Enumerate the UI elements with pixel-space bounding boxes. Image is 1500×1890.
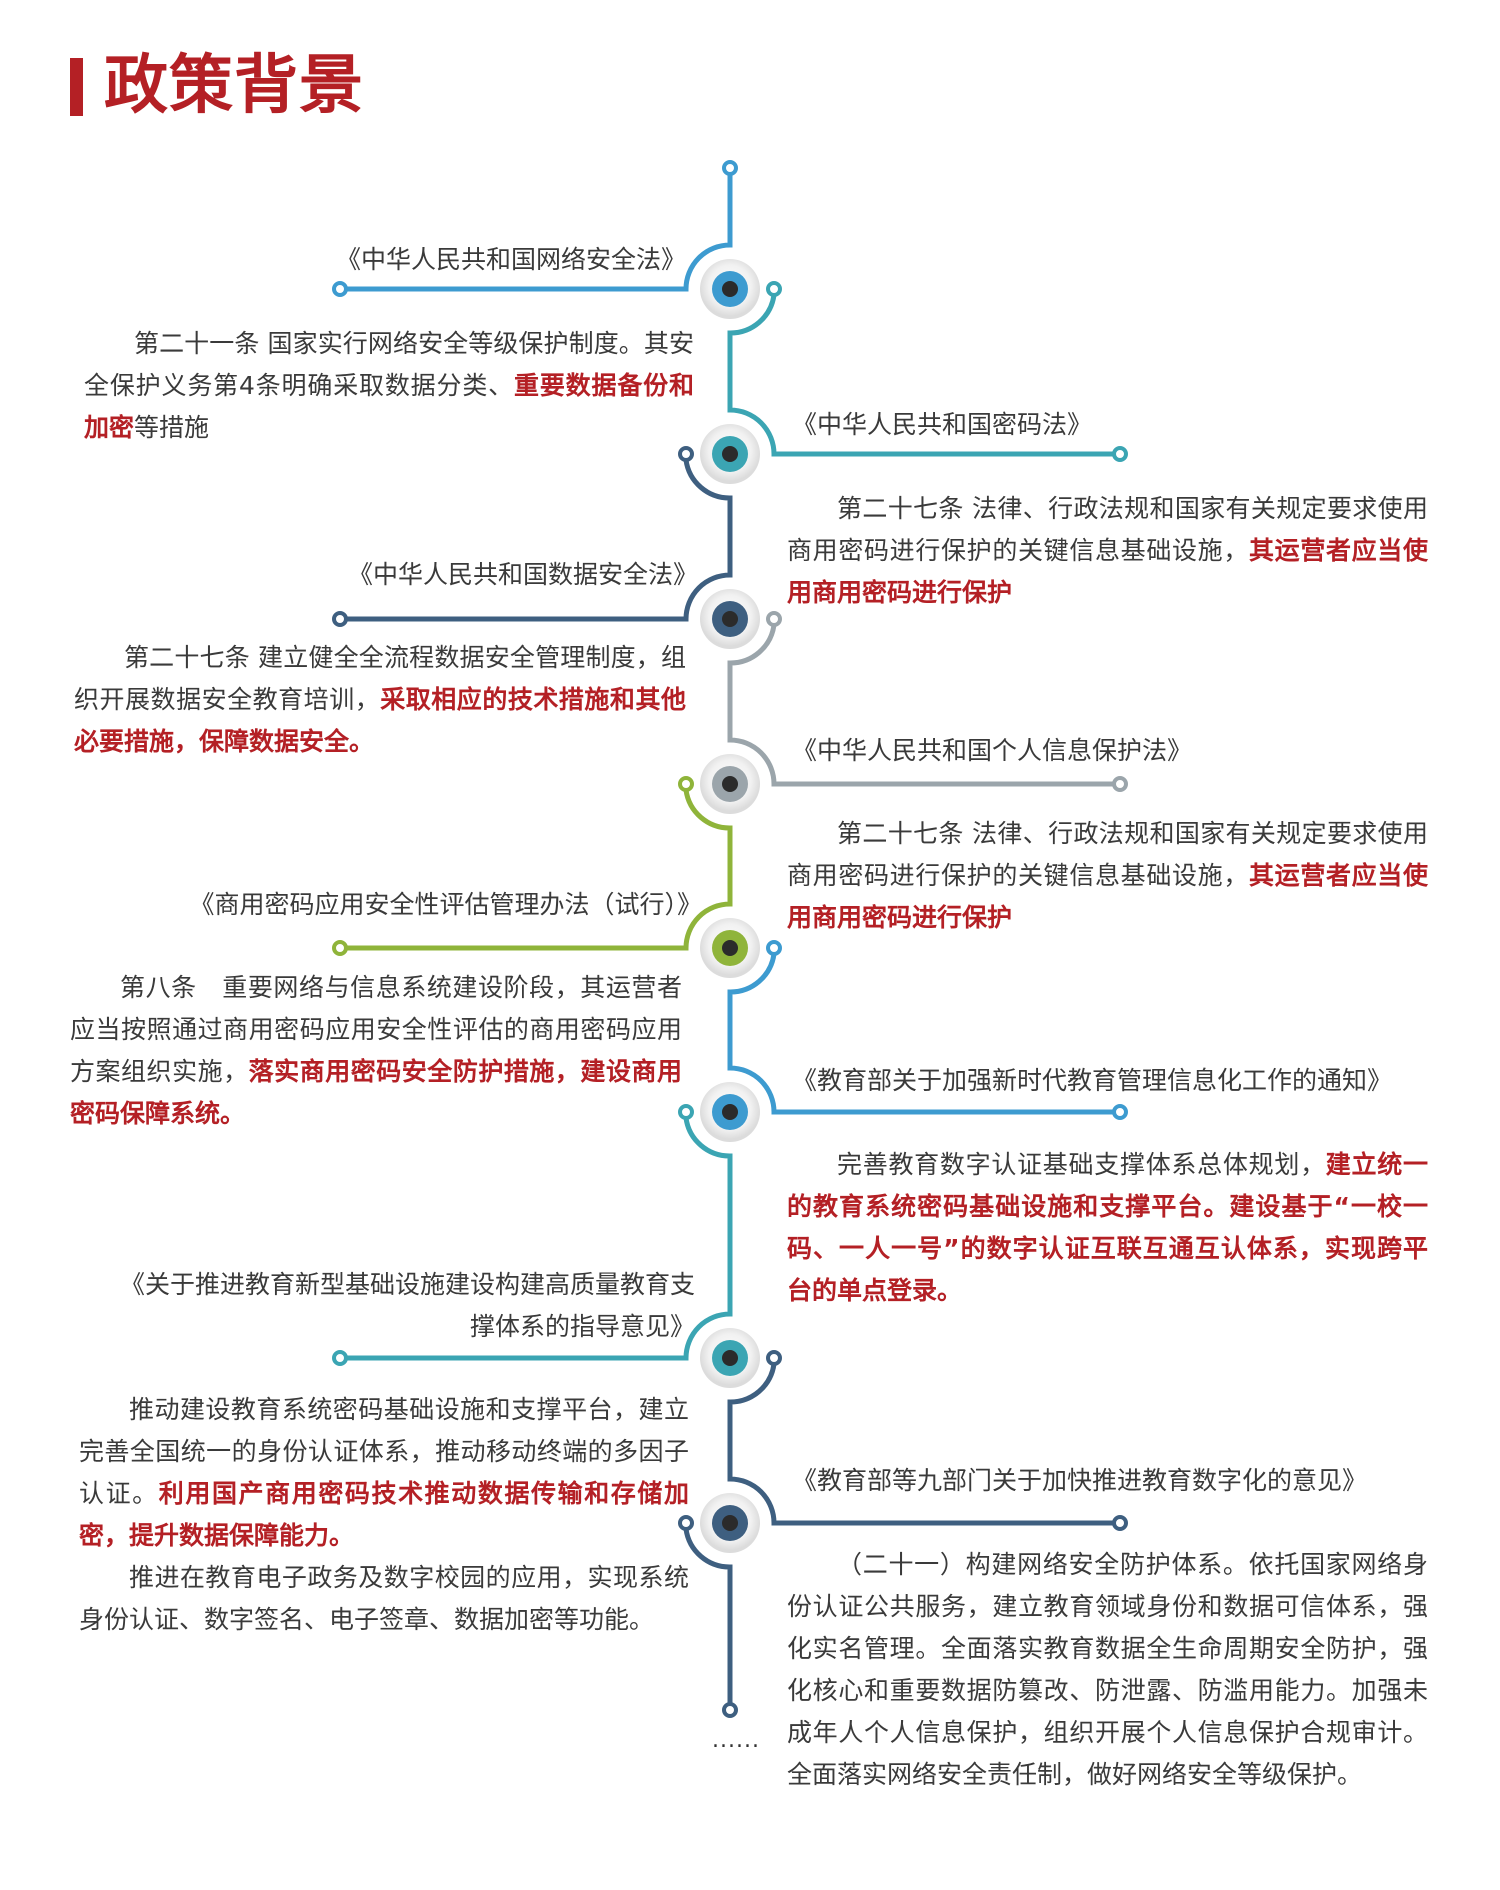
body-text: 推动建设教育系统密码基础设施和支撑平台，建立完善全国统一的身份认证体系，推动移动… xyxy=(79,1395,689,1508)
branch-end-dot xyxy=(1112,446,1128,462)
policy-description: 第二十七条 法律、行政法规和国家有关规定要求使用商用密码进行保护的关键信息基础设… xyxy=(787,488,1428,614)
body-text: （二十一）构建网络安全防护体系。依托国家网络身份认证公共服务，建立教育领域身份和… xyxy=(787,1550,1428,1789)
policy-description: 推动建设教育系统密码基础设施和支撑平台，建立完善全国统一的身份认证体系，推动移动… xyxy=(79,1389,689,1557)
timeline-segment xyxy=(346,459,733,622)
timeline-node-center xyxy=(722,1104,738,1120)
branch-end-dot xyxy=(332,940,348,956)
branch-start-dot xyxy=(766,281,782,297)
policy-description: 第八条 重要网络与信息系统建设阶段，其运营者应当按照通过商用密码应用安全性评估的… xyxy=(70,967,682,1135)
branch-start-dot xyxy=(766,940,782,956)
highlighted-text: 采取相应的技术措施和其他必要措施，保障数据安全。 xyxy=(74,685,686,756)
timeline-segment xyxy=(727,1363,1114,1526)
timeline-segment xyxy=(683,1528,733,1704)
body-text: 完善教育数字认证基础支撑体系总体规划， xyxy=(837,1150,1326,1179)
timeline-node-center xyxy=(722,940,738,956)
timeline-segment xyxy=(727,624,1114,787)
highlighted-text: 建立统一的教育系统密码基础设施和支撑平台。建设基于“一校一码、一人一号”的数字认… xyxy=(787,1150,1428,1305)
timeline-segment xyxy=(727,953,1114,1115)
timeline-node-center xyxy=(722,776,738,792)
branch-end-dot xyxy=(332,281,348,297)
branch-start-dot xyxy=(766,611,782,627)
body-text: 第二十七条 法律、行政法规和国家有关规定要求使用商用密码进行保护的关键信息基础设… xyxy=(787,494,1428,565)
branch-start-dot xyxy=(766,1350,782,1366)
timeline-node-center xyxy=(722,611,738,627)
policy-description: 第二十七条 法律、行政法规和国家有关规定要求使用商用密码进行保护的关键信息基础设… xyxy=(787,813,1428,939)
branch-end-dot xyxy=(1112,1515,1128,1531)
branch-end-dot xyxy=(1112,1104,1128,1120)
policy-title: 《教育部关于加强新时代教育管理信息化工作的通知》 xyxy=(792,1066,1393,1095)
policy-title: 《中华人民共和国网络安全法》 xyxy=(335,245,686,274)
timeline-start-dot xyxy=(722,160,738,176)
body-text: 第二十一条 国家实行网络安全等级保护制度。其安全保护义务第4条明确采取数据分类、 xyxy=(84,329,694,400)
timeline-segment xyxy=(346,174,733,292)
highlighted-text: 其运营者应当使用商用密码进行保护 xyxy=(787,861,1428,932)
policy-title: 《中华人民共和国个人信息保护法》 xyxy=(792,736,1193,765)
branch-end-dot xyxy=(332,1350,348,1366)
timeline-node-center xyxy=(722,1515,738,1531)
highlighted-text: 落实商用密码安全防护措施，建设商用密码保障系统。 xyxy=(70,1057,682,1128)
branch-end-dot xyxy=(332,611,348,627)
policy-title: 《中华人民共和国数据安全法》 xyxy=(347,560,698,589)
policy-description: 推进在教育电子政务及数字校园的应用，实现系统身份认证、数字签名、电子签章、数据加… xyxy=(79,1557,689,1641)
policy-description: 完善教育数字认证基础支撑体系总体规划，建立统一的教育系统密码基础设施和支撑平台。… xyxy=(787,1144,1428,1312)
body-text: 第八条 重要网络与信息系统建设阶段，其运营者应当按照通过商用密码应用安全性评估的… xyxy=(70,973,682,1086)
timeline-segment xyxy=(727,294,1114,457)
timeline-node-center xyxy=(722,446,738,462)
page-title: 政策背景 xyxy=(104,49,364,123)
branch-start-dot xyxy=(678,776,694,792)
body-text: 第二十七条 法律、行政法规和国家有关规定要求使用商用密码进行保护的关键信息基础设… xyxy=(787,819,1428,890)
highlighted-text: 重要数据备份和加密 xyxy=(84,371,694,442)
body-text: 推进在教育电子政务及数字校园的应用，实现系统身份认证、数字签名、电子签章、数据加… xyxy=(79,1563,689,1634)
policy-title: 《中华人民共和国密码法》 xyxy=(792,410,1093,439)
highlighted-text: 利用国产商用密码技术推动数据传输和存储加密，提升数据保障能力。 xyxy=(79,1479,689,1550)
branch-end-dot xyxy=(1112,776,1128,792)
timeline-segment xyxy=(346,789,733,951)
timeline-node-center xyxy=(722,281,738,297)
policy-title: 《商用密码应用安全性评估管理办法（试行）》 xyxy=(189,890,702,919)
policy-title: 《关于推进教育新型基础设施建设构建高质量教育支撑体系的指导意见》 xyxy=(119,1270,695,1341)
highlighted-text: 其运营者应当使用商用密码进行保护 xyxy=(787,536,1428,607)
timeline-ellipsis: ...... xyxy=(712,1728,760,1753)
branch-start-dot xyxy=(678,446,694,462)
policy-title: 《教育部等九部门关于加快推进教育数字化的意见》 xyxy=(792,1466,1368,1495)
body-text: 等措施 xyxy=(134,413,210,442)
timeline-segment xyxy=(346,1117,733,1361)
title-accent-bar xyxy=(70,58,83,116)
timeline-node-center xyxy=(722,1350,738,1366)
policy-description: 第二十七条 建立健全全流程数据安全管理制度，组织开展数据安全教育培训，采取相应的… xyxy=(74,637,686,763)
policy-description: （二十一）构建网络安全防护体系。依托国家网络身份认证公共服务，建立教育领域身份和… xyxy=(787,1544,1428,1796)
body-text: 第二十七条 建立健全全流程数据安全管理制度，组织开展数据安全教育培训， xyxy=(74,643,686,714)
timeline-end-dot xyxy=(722,1702,738,1718)
policy-description: 第二十一条 国家实行网络安全等级保护制度。其安全保护义务第4条明确采取数据分类、… xyxy=(84,323,694,449)
